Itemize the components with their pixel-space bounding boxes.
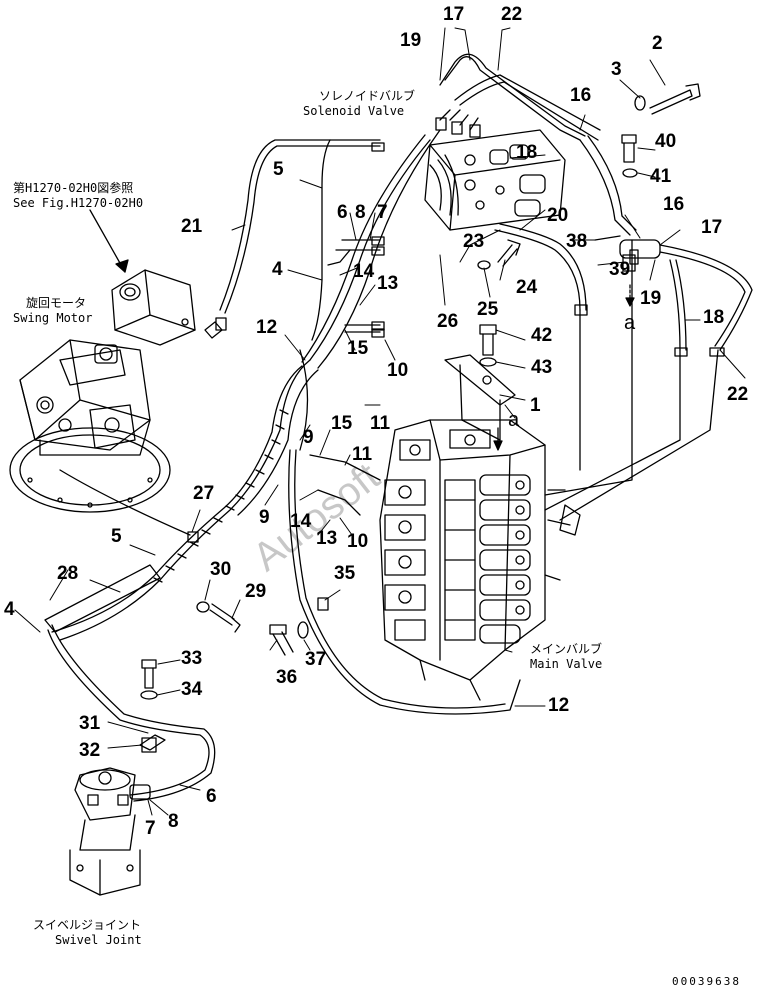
bracket: [444, 354, 516, 441]
callout-12: 12: [548, 695, 570, 716]
callout-17: 17: [701, 217, 723, 238]
see-fig-label-jp: 第H1270-02H0図参照: [13, 181, 134, 195]
callout-22: 22: [727, 384, 749, 405]
swivel-joint: [69, 767, 141, 896]
callout-13: 13: [316, 528, 338, 549]
callout-8: 8: [355, 202, 366, 223]
callout-15: 15: [347, 338, 369, 359]
callout-22: 22: [501, 4, 523, 25]
callout-34: 34: [181, 679, 203, 700]
callout-19: 19: [400, 30, 422, 51]
callout-18: 18: [703, 307, 725, 328]
callout-31: 31: [79, 713, 101, 734]
callout-6: 6: [337, 202, 348, 223]
callout-33: 33: [181, 648, 203, 669]
swivel-joint-label-jp: スイベルジョイント: [33, 918, 142, 932]
callout-2: 2: [652, 33, 663, 54]
callout-24: 24: [516, 277, 538, 298]
callout-6: 6: [206, 786, 217, 807]
main-valve-label-en: Main Valve: [530, 657, 603, 671]
callout-30: 30: [210, 559, 232, 580]
callout-28: 28: [57, 563, 79, 584]
solenoid-valve-label-en: Solenoid Valve: [303, 104, 405, 118]
callout-25: 25: [477, 299, 499, 320]
callout-29: 29: [245, 581, 267, 602]
callout-35: 35: [334, 563, 356, 584]
swing-motor-label-en: Swing Motor: [13, 311, 93, 325]
callout-4: 4: [272, 259, 283, 280]
main-valve-label-jp: メインバルブ: [530, 642, 603, 656]
callout-16: 16: [570, 85, 592, 106]
callout-10: 10: [347, 531, 369, 552]
callout-9: 9: [303, 427, 314, 448]
see-fig-label-en: See Fig.H1270-02H0: [13, 196, 144, 210]
callout-16: 16: [663, 194, 685, 215]
callout-19: 19: [640, 288, 662, 309]
callout-42: 42: [531, 325, 553, 346]
callout-12: 12: [256, 317, 278, 338]
solenoid-valve-label-jp: ソレノイドバルブ: [319, 89, 416, 103]
callout-37: 37: [305, 649, 327, 670]
callout-27: 27: [193, 483, 215, 504]
callout-36: 36: [276, 667, 298, 688]
callout-7: 7: [377, 202, 388, 223]
view-letter-a: a: [624, 312, 636, 334]
callout-5: 5: [111, 526, 122, 547]
callout-23: 23: [463, 231, 485, 252]
callout-41: 41: [650, 166, 672, 187]
callout-14: 14: [353, 261, 375, 282]
callout-38: 38: [566, 231, 588, 252]
leader-lines: [14, 27, 746, 816]
swing-motor-detail-block: [89, 209, 223, 346]
swivel-joint-label-en: Swivel Joint: [55, 933, 142, 947]
callout-10: 10: [387, 360, 409, 381]
callout-39: 39: [609, 259, 631, 280]
callout-32: 32: [79, 740, 101, 761]
callout-11: 11: [352, 444, 373, 465]
swing-motor-label-jp: 旋回モータ: [26, 296, 87, 310]
callout-14: 14: [290, 511, 312, 532]
callout-7: 7: [145, 818, 156, 839]
callout-9: 9: [259, 507, 270, 528]
callout-26: 26: [437, 311, 459, 332]
callout-18: 18: [516, 142, 538, 163]
solenoid-valve: [424, 109, 566, 231]
swing-motor: [9, 339, 171, 513]
document-number: 00039638: [672, 975, 741, 988]
callout-13: 13: [377, 273, 399, 294]
callout-8: 8: [168, 811, 179, 832]
view-arrows: [493, 284, 635, 451]
callout-3: 3: [611, 59, 622, 80]
view-letter-a: a: [508, 409, 520, 431]
callout-15: 15: [331, 413, 353, 434]
callout-1: 1: [530, 395, 541, 416]
callout-17: 17: [443, 4, 465, 25]
callout-43: 43: [531, 357, 553, 378]
callout-20: 20: [547, 205, 569, 226]
callout-11: 11: [370, 413, 391, 434]
callout-4: 4: [4, 599, 15, 620]
small-parts: [140, 83, 701, 753]
callout-21: 21: [181, 216, 203, 237]
callout-40: 40: [655, 131, 677, 152]
callout-5: 5: [273, 159, 284, 180]
hoses: [44, 53, 753, 802]
